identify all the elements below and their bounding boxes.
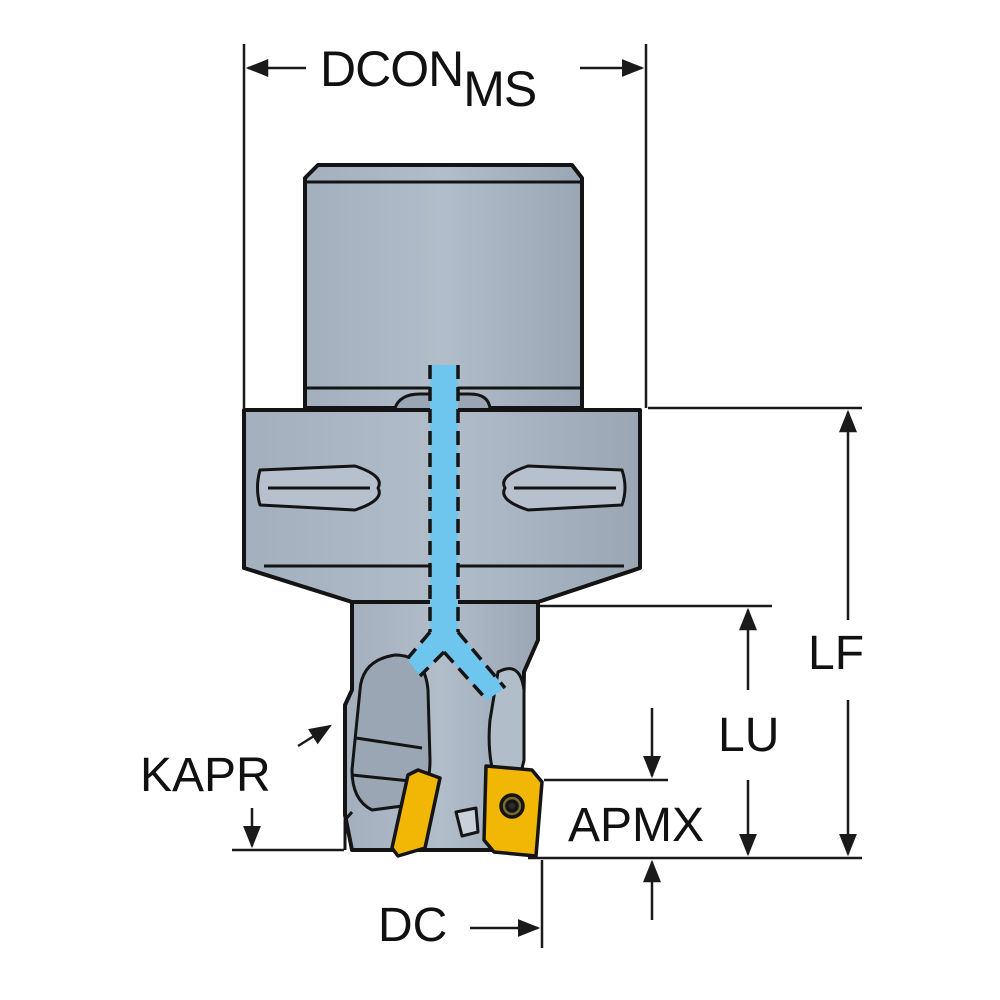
inserts: [390, 764, 544, 858]
dcon-main: DCON: [320, 41, 464, 97]
lu-label: LU: [718, 709, 780, 762]
insert-left: [390, 768, 442, 858]
apmx-label: APMX: [568, 799, 705, 852]
dimension-lines: [232, 44, 862, 948]
tool-body: [242, 163, 642, 852]
dcon-subscript: MS: [463, 61, 537, 117]
kapr-arrow: [297, 724, 332, 748]
lf-label: LF: [808, 627, 865, 680]
kapr-label: KAPR: [140, 749, 271, 802]
dcon-label: DCONMS: [320, 41, 537, 114]
coolant-channel: [406, 365, 507, 702]
hex-screw-icon: [499, 793, 525, 819]
dc-label: DC: [378, 899, 448, 952]
